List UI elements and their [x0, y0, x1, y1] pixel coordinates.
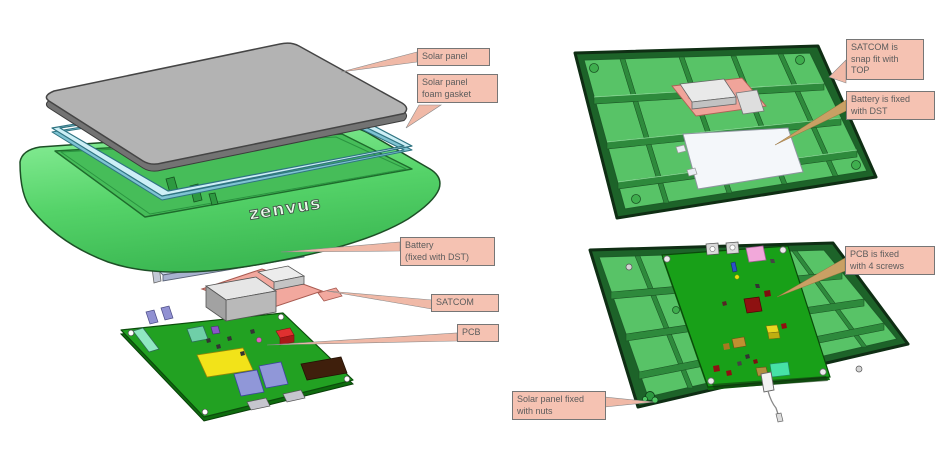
callout-battery: Battery (fixed with DST): [400, 237, 495, 267]
callout-solar-panel-nuts: Solar panel fixed with nuts: [512, 391, 606, 421]
callout-satcom-snap-fit: SATCOM is snap fit with TOP: [846, 39, 924, 81]
top-interior-view: [573, 44, 878, 220]
enclosure-nuts: [625, 263, 863, 404]
callout-satcom: SATCOM: [431, 294, 499, 312]
pcb-screws: [663, 246, 827, 385]
callout-pcb: PCB: [457, 324, 499, 342]
exploded-view: zenvus: [19, 42, 441, 422]
pcb-board: [119, 305, 355, 422]
pcb-mounted: [661, 241, 831, 423]
bottom-interior-view: [588, 241, 910, 423]
callout-solar-panel: Solar panel: [417, 48, 490, 66]
callout-pcb-screws: PCB is fixed with 4 screws: [845, 246, 935, 276]
callout-battery-dst: Battery is fixed with DST: [846, 91, 935, 121]
callout-foam-gasket: Solar panel foam gasket: [417, 74, 498, 104]
satcom-snap-fit: [671, 77, 767, 117]
battery-in-top: [675, 127, 804, 190]
solar-panel: [45, 42, 408, 172]
top-view-corner-bosses: [589, 55, 861, 204]
leader-solar-panel: [340, 51, 418, 73]
leader-foam-gasket: [405, 104, 443, 129]
antenna-connector: [760, 371, 784, 423]
leader-satcom: [326, 290, 433, 310]
leader-lines: [266, 51, 847, 408]
pcb-components: [127, 305, 351, 416]
satcom-module: [200, 265, 343, 322]
